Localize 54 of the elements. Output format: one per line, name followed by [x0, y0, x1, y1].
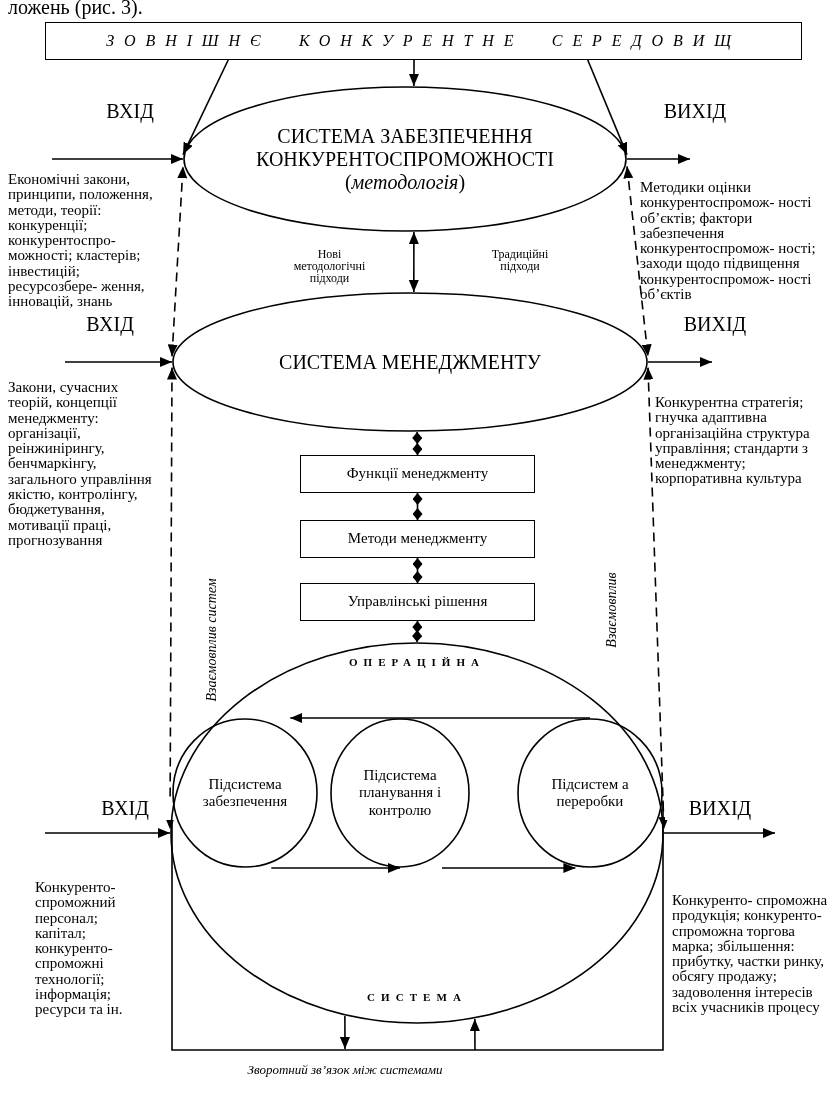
box-label: Методи менеджменту: [347, 530, 488, 548]
diamond-connector: [412, 431, 423, 456]
arrow: [44, 828, 171, 838]
input-note: Закони, сучасних теорій, концепції менеджменту: організації, реінжинірингу, бенчмаркінгу, загального управління якістю, контролінгу, бюджетування, мотивації праці, прогнозування: [8, 380, 153, 549]
arrow: [647, 357, 713, 367]
connector-line: [171, 799, 664, 1051]
heading-banner: [45, 22, 802, 60]
circle-label: Підсистема планування і контролю: [357, 767, 443, 819]
input-note: Економічні закони, принципи, положення, методи, теорії: конкуренції; конкурентоспро- можності; кластерів; інвестицій; ресурсозбере- ження, інновацій, знань: [8, 172, 153, 310]
process-box: [300, 520, 535, 558]
banner-title: ЗОВНІШНЄ КОНКУРЕНТНЕ СЕРЕДОВИЩ: [106, 31, 741, 51]
body-text: ложень (рис. 3).: [8, 0, 144, 18]
output-note: Методики оцінки конкурентоспромож- ності об’єктів; фактори забезпечення конкурентоспромож- ності; заходи щодо підвищення конкурентоспромож- ності об’єктів: [640, 180, 817, 303]
dashed-arrow: [167, 165, 188, 358]
subsystem-circle: [172, 718, 318, 868]
box-label: Функції менеджменту: [346, 465, 489, 483]
arrow: [51, 154, 184, 164]
arrow-caption: Традиційні підходи: [490, 248, 550, 273]
arrow: [469, 1018, 480, 1051]
ellipse-title: СИСТЕМА МЕНЕДЖМЕНТУ: [279, 350, 541, 374]
input-note: Конкуренто- спроможний персонал; капітал; конкуренто- спроможні технології; інформація; ресурси та ін.: [35, 880, 124, 1018]
subsystem-circle: [517, 718, 663, 868]
side-caption: Взаємовплив: [604, 572, 620, 648]
arrow: [289, 713, 591, 723]
ellipse-title: СИСТЕМА ЗАБЕЗПЕЧЕННЯ КОНКУРЕНТОСПРОМОЖНОСТІ (методологія): [255, 124, 555, 194]
subsystem-circle: [330, 718, 470, 868]
diamond-connector: [412, 492, 423, 521]
circle-label: Підсистема забезпечення: [201, 775, 289, 811]
circle-label: Підсистем а переробки: [550, 775, 630, 811]
dashed-arrow: [623, 165, 652, 358]
side-caption: Взаємовплив систем: [204, 578, 220, 702]
arrow: [441, 863, 577, 873]
process-box: [300, 583, 535, 621]
process-box: [300, 455, 535, 493]
arrow: [64, 357, 173, 367]
double-arrow: [408, 231, 419, 293]
diamond-connector: [412, 557, 423, 584]
arrow: [339, 1015, 350, 1050]
arrow: [626, 154, 691, 164]
arrow: [663, 828, 776, 838]
system-ellipse: [183, 86, 627, 232]
dashed-arrow: [165, 366, 177, 830]
ellipse-title: ОПЕРАЦІЙНА: [348, 656, 486, 669]
diamond-connector: [412, 620, 423, 643]
arrow: [586, 59, 628, 156]
box-label: Управлінські рішення: [347, 593, 488, 611]
arrow-caption: Нові методологічні підходи: [292, 248, 367, 285]
arrow: [182, 59, 229, 156]
ellipse-title: СИСТЕМА: [367, 991, 467, 1004]
output-note: Конкурентна стратегія; гнучка адаптивна організаційна структура управління; стандарти з менеджменту; корпоративна культура: [655, 395, 811, 487]
arrow: [270, 863, 401, 873]
dashed-arrow: [643, 366, 669, 830]
output-note: Конкуренто- спроможна продукція; конкуренто- спроможна торгова марка; збільшення: прибутку, частки ринку, обсягу продажу; задоволення інтересів всіх учасників процесу: [672, 893, 829, 1016]
arrow: [408, 59, 419, 87]
